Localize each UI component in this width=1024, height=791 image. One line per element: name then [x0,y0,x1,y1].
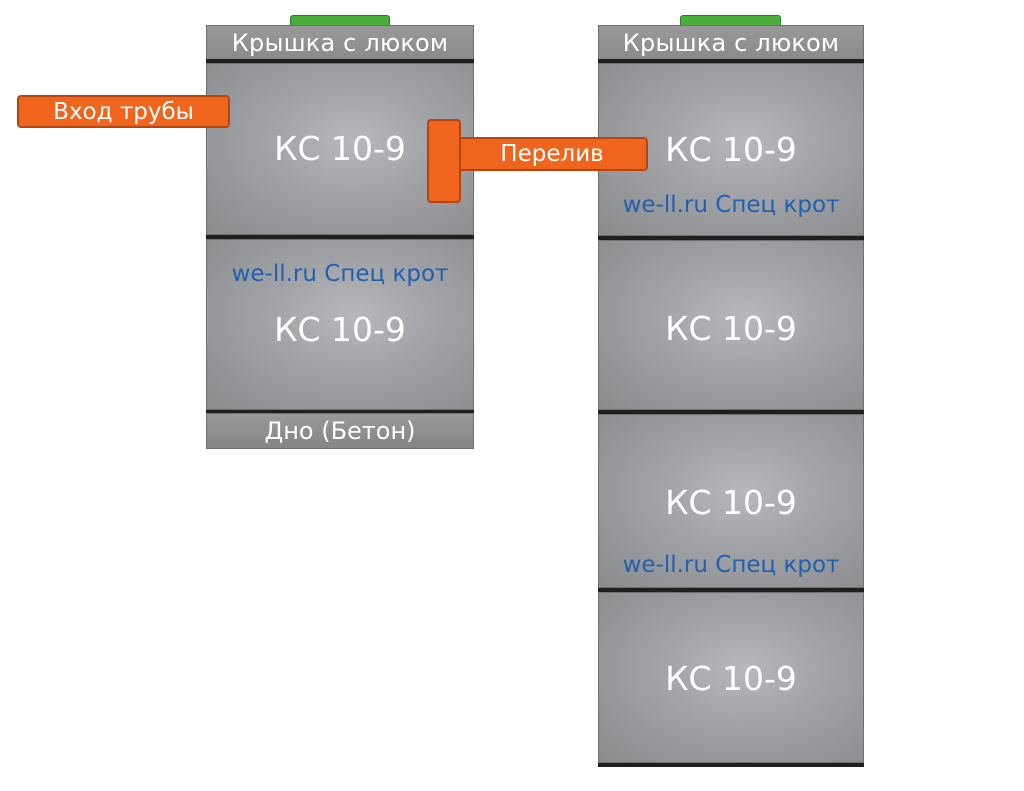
right-joint-4 [598,588,864,592]
overflow-tee [427,119,461,203]
right-ring-1-label: КС 10-9 [665,130,797,169]
left-ring-2-label: КС 10-9 [274,310,406,349]
left-joint-1 [206,59,474,63]
right-lid: Крышка с люком [598,25,864,60]
left-bottom-label: Дно (Бетон) [264,417,416,445]
right-joint-3 [598,410,864,414]
pipe-overflow-label: Перелив [500,141,604,167]
pipe-overflow: Перелив [456,137,648,171]
left-lid: Крышка с люком [206,25,474,60]
left-lid-label: Крышка с люком [231,28,449,57]
pipe-inlet-label: Вход трубы [53,98,194,125]
right-joint-1 [598,59,864,63]
right-lid-label: Крышка с люком [622,28,840,57]
left-ring-2: we-ll.ru Спец крот КС 10-9 [206,239,474,410]
pipe-inlet: Вход трубы [17,95,230,128]
right-ring-3-brand: we-ll.ru Спец крот [622,552,840,578]
right-ring-2-label: КС 10-9 [665,309,797,348]
right-ring-2: КС 10-9 [598,240,864,410]
right-ring-3-label: КС 10-9 [665,483,797,522]
left-joint-3 [206,410,474,414]
right-ring-4: КС 10-9 [598,592,864,763]
left-ring-2-brand: we-ll.ru Спец крот [231,261,449,287]
right-ring-1-brand: we-ll.ru Спец крот [622,192,840,218]
right-ring-3: КС 10-9 we-ll.ru Спец крот [598,414,864,588]
left-bottom: Дно (Бетон) [206,413,474,449]
left-ring-1-label: КС 10-9 [274,129,406,168]
right-joint-2 [598,236,864,240]
left-joint-2 [206,235,474,239]
right-joint-5 [598,763,864,767]
right-ring-4-label: КС 10-9 [665,659,797,698]
right-ring-1: КС 10-9 we-ll.ru Спец крот [598,63,864,236]
